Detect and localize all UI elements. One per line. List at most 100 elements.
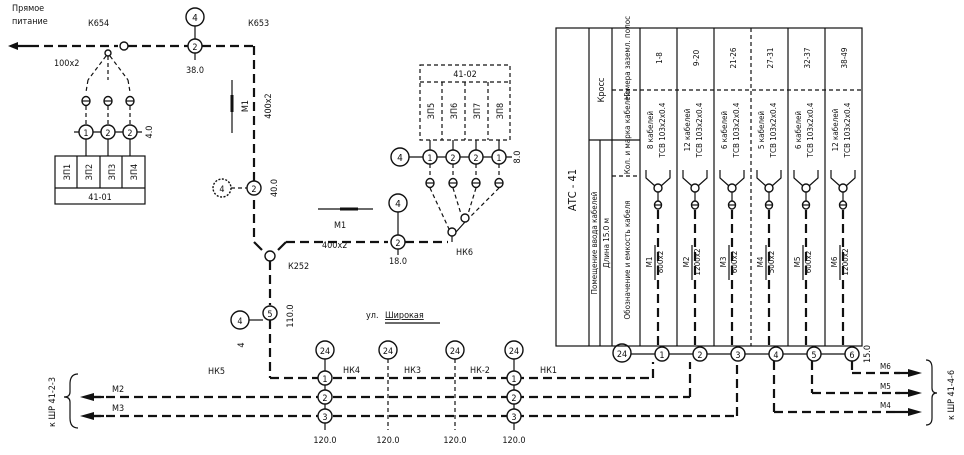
svg-text:ул.: ул.	[366, 311, 379, 321]
svg-text:1: 1	[322, 375, 327, 385]
svg-text:ТСВ 103х2х0.4: ТСВ 103х2х0.4	[695, 102, 704, 158]
feed-arrow-icon	[8, 42, 30, 50]
svg-text:1200х2: 1200х2	[841, 248, 850, 275]
brace-icon	[63, 373, 79, 429]
svg-text:1: 1	[427, 154, 432, 164]
svg-text:М6: М6	[830, 256, 839, 267]
svg-text:М3: М3	[719, 257, 728, 268]
svg-text:2: 2	[251, 185, 256, 195]
k654-branch	[85, 49, 131, 93]
cable-m1-label: М1	[241, 100, 251, 112]
svg-text:ЗП7: ЗП7	[473, 103, 483, 119]
cable-m1h-capacity: 400х2	[322, 241, 347, 251]
svg-text:4: 4	[219, 185, 224, 195]
svg-text:2: 2	[697, 351, 702, 361]
duct-node	[317, 389, 333, 405]
destination-left: к ШР 41-2-3	[48, 377, 58, 427]
top-cable-capacity: 100х2	[54, 59, 79, 69]
feed-label-1: Прямое	[12, 4, 44, 14]
cable-m5-label: М5	[880, 382, 891, 391]
svg-text:4: 4	[395, 199, 401, 210]
duct-node	[506, 389, 522, 405]
svg-text:ЗП2: ЗП2	[85, 164, 95, 180]
node-k252-label: К252	[288, 262, 309, 272]
svg-text:24: 24	[617, 350, 627, 360]
svg-text:24: 24	[509, 347, 519, 357]
distance-label: 15.0	[863, 345, 873, 363]
svg-text:4: 4	[237, 317, 242, 327]
destination-right: к ШР 41-4-6	[947, 370, 957, 420]
svg-text:3: 3	[322, 413, 327, 423]
svg-text:М4: М4	[756, 256, 765, 267]
svg-text:2: 2	[473, 154, 478, 164]
svg-text:9-20: 9-20	[692, 49, 701, 66]
node-nk5-label: НК5	[208, 367, 225, 377]
svg-text:3: 3	[735, 351, 740, 361]
svg-text:4: 4	[192, 13, 198, 24]
svg-text:8 кабелей: 8 кабелей	[645, 111, 655, 150]
svg-text:12 кабелей: 12 кабелей	[830, 108, 840, 151]
sealing-plugs	[81, 95, 135, 124]
svg-text:М5: М5	[793, 257, 802, 268]
distance-label: 4.0	[145, 126, 155, 139]
svg-text:5: 5	[811, 351, 816, 361]
distance-label: 18.0	[389, 257, 407, 267]
svg-text:24: 24	[383, 347, 393, 357]
cable-m4-label: М4	[880, 401, 891, 410]
svg-text:32-37: 32-37	[803, 48, 812, 69]
svg-text:27-31: 27-31	[766, 48, 775, 69]
arrow-right-icon	[895, 369, 922, 416]
cabinet-41-01: ЗП1 ЗП2 ЗП3 ЗП4 41-01	[54, 155, 146, 205]
distance-label: 120.0	[443, 436, 466, 446]
distance-label: 120.0	[502, 436, 525, 446]
svg-text:НК4: НК4	[343, 366, 360, 376]
svg-text:Номера заземл. полос: Номера заземл. полос	[623, 16, 632, 100]
svg-text:24: 24	[320, 347, 330, 357]
duct-node	[317, 408, 333, 424]
svg-text:Обозначение и емкость кабеля: Обозначение и емкость кабеля	[622, 200, 632, 319]
svg-text:ТСВ 103х2х0.4: ТСВ 103х2х0.4	[732, 102, 741, 158]
feed-label-2: питание	[12, 17, 48, 27]
svg-text:Кол. и марка кабелей: Кол. и марка кабелей	[622, 91, 632, 174]
svg-text:500х2: 500х2	[767, 251, 776, 274]
brace-icon	[925, 359, 938, 426]
svg-text:М2: М2	[682, 257, 691, 268]
node-nk6-label: НК6	[456, 248, 473, 258]
svg-text:2: 2	[105, 129, 110, 139]
svg-text:Кросс: Кросс	[597, 78, 607, 103]
svg-text:ТСВ 103х2х0.4: ТСВ 103х2х0.4	[843, 102, 852, 158]
svg-text:6 кабелей: 6 кабелей	[793, 111, 803, 150]
svg-text:ЗП5: ЗП5	[427, 103, 437, 119]
junction-icon	[264, 250, 276, 262]
duct-node	[246, 180, 262, 196]
svg-text:1: 1	[496, 154, 501, 164]
svg-text:М1: М1	[645, 257, 654, 268]
svg-text:ТСВ 103х2х0.4: ТСВ 103х2х0.4	[769, 102, 778, 158]
svg-text:5: 5	[267, 310, 272, 320]
nk6-ducts: 1 2 2 1	[422, 140, 507, 165]
manhole-duct-block: 24 120.0	[443, 340, 467, 446]
svg-text:2: 2	[395, 239, 400, 249]
svg-text:ТСВ 103х2х0.4: ТСВ 103х2х0.4	[806, 102, 815, 158]
svg-text:1: 1	[83, 129, 88, 139]
distance-label: 38.0	[186, 66, 204, 76]
arrow-left-icon	[80, 393, 104, 420]
table-title: АТС - 41	[566, 169, 579, 211]
svg-text:2: 2	[450, 154, 455, 164]
svg-text:24: 24	[450, 347, 460, 357]
svg-text:21-26: 21-26	[729, 47, 738, 68]
duct-count-badge	[612, 343, 632, 363]
svg-text:4: 4	[773, 351, 778, 361]
svg-text:Длина 15.0 м: Длина 15.0 м	[602, 218, 611, 268]
